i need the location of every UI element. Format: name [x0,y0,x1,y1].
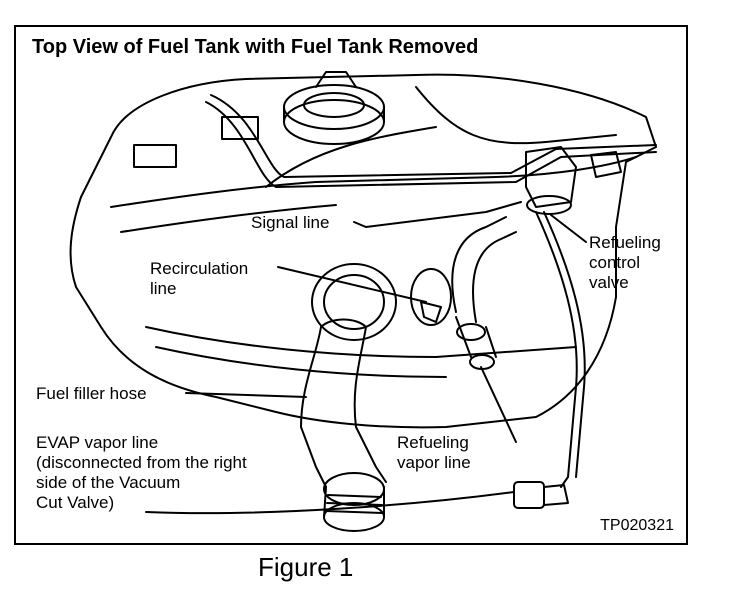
leader-recirculation [277,266,427,303]
label-refueling-vapor-line: Refueling vapor line [397,433,471,472]
label-recirculation-line: Recirculation line [150,259,249,298]
leader-evap-vapor-line [145,491,515,515]
refueling-control-valve-shape [525,146,622,215]
leader-signal-line [353,221,367,228]
fuel-tank-illustration [69,71,657,532]
diagram-frame: Top View of Fuel Tank with Fuel Tank Rem… [14,25,688,545]
fuel-pump-cap [283,71,385,145]
fuel-filler-hose-shape [300,318,387,532]
refueling-vapor-hose [451,216,507,313]
leader-refueling-vapor-line [480,366,517,443]
label-refueling-control-valve: Refueling control valve [589,233,661,292]
leader-fuel-filler-hose [185,392,307,398]
fuel-tank-body [69,73,657,429]
image-code: TP020321 [600,517,674,534]
leader-refueling-control-valve [550,214,587,243]
fuel-line [205,101,657,188]
signal-line [365,201,522,228]
evap-vapor-line [535,211,578,488]
tank-pad [133,144,177,168]
evap-connector [513,481,569,509]
label-evap-vapor-line: EVAP vapor line (disconnected from the r… [36,433,247,512]
figure-caption: Figure 1 [258,552,354,582]
recirculation-fitting [410,268,452,326]
diagram-title: Top View of Fuel Tank with Fuel Tank Rem… [32,36,479,58]
label-fuel-filler-hose: Fuel filler hose [36,384,147,403]
label-signal-line: Signal line [251,213,330,232]
